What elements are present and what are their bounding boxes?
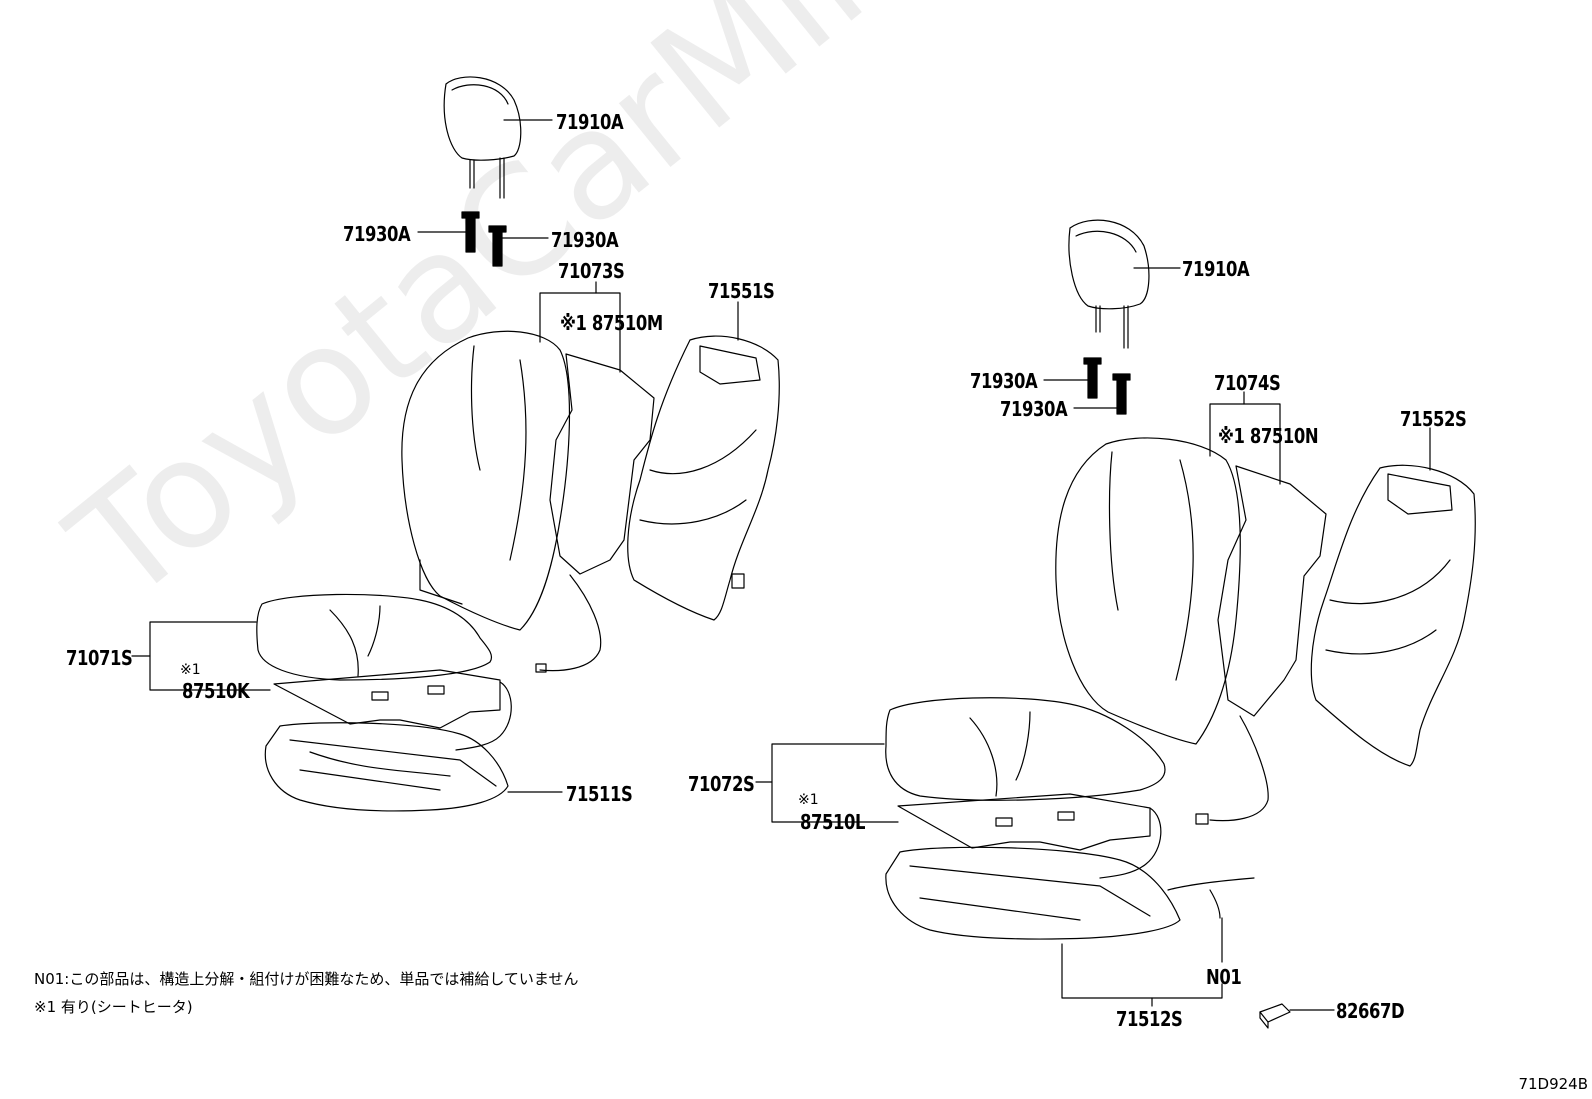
label-71930a-right-b[interactable]: 71930A bbox=[1000, 397, 1068, 421]
label-71552s[interactable]: 71552S bbox=[1400, 407, 1467, 431]
clip-82667d-drawing bbox=[1259, 1003, 1291, 1029]
label-n01[interactable]: N01 bbox=[1206, 965, 1242, 989]
diagram-id: 71D924B bbox=[1518, 1075, 1588, 1093]
label-71511s[interactable]: 71511S bbox=[566, 782, 633, 806]
headrest-guides-right-drawing bbox=[1083, 357, 1131, 415]
seatback-cover-right-drawing bbox=[1310, 464, 1476, 767]
seatback-foam-left-drawing bbox=[401, 330, 571, 631]
label-87510m[interactable]: ※1 87510M bbox=[560, 311, 663, 335]
leader-lines-right bbox=[755, 267, 1431, 1011]
label-71073s[interactable]: 71073S bbox=[558, 259, 625, 283]
label-71551s[interactable]: 71551S bbox=[708, 279, 775, 303]
leader-lines-left bbox=[131, 119, 739, 793]
label-71910a-left[interactable]: 71910A bbox=[556, 110, 624, 134]
label-82667d[interactable]: 82667D bbox=[1336, 999, 1405, 1023]
label-87510k[interactable]: 87510K bbox=[182, 679, 250, 703]
label-71910a-right[interactable]: 71910A bbox=[1182, 257, 1250, 281]
label-71512s[interactable]: 71512S bbox=[1116, 1007, 1183, 1031]
seat-cushion-right-drawing bbox=[885, 697, 1166, 801]
label-71072s[interactable]: 71072S bbox=[688, 772, 755, 796]
label-87510n[interactable]: ※1 87510N bbox=[1218, 424, 1319, 448]
label-71930a-right-a[interactable]: 71930A bbox=[970, 369, 1038, 393]
label-71930a-left-a[interactable]: 71930A bbox=[343, 222, 411, 246]
seatback-cover-left-drawing bbox=[627, 335, 780, 621]
headrest-right-drawing bbox=[1068, 219, 1150, 349]
label-71074s[interactable]: 71074S bbox=[1214, 371, 1281, 395]
mark-87510k: ※1 bbox=[180, 662, 201, 678]
seat-heater-back-left-drawing bbox=[535, 353, 655, 673]
headrest-left-drawing bbox=[443, 76, 522, 199]
label-71930a-left-b[interactable]: 71930A bbox=[551, 228, 619, 252]
label-87510l[interactable]: 87510L bbox=[800, 810, 866, 834]
seat-heater-back-right-drawing bbox=[1195, 465, 1327, 825]
seatback-foam-right-drawing bbox=[1055, 437, 1241, 745]
label-71071s[interactable]: 71071S bbox=[66, 646, 133, 670]
seat-pad-left-drawing bbox=[264, 722, 509, 812]
seat-heater-cushion-right-drawing bbox=[897, 793, 1162, 879]
seat-pad-right-drawing bbox=[885, 846, 1255, 940]
headrest-guides-left-drawing bbox=[461, 211, 507, 267]
seat-heater-cushion-left-drawing bbox=[273, 669, 512, 751]
note-n01: N01:この部品は、構造上分解・組付けが困難なため、単品では補給していません bbox=[34, 970, 579, 988]
note-mark1: ※1 有り(シートヒータ) bbox=[34, 998, 193, 1016]
seat-cushion-left-drawing bbox=[256, 593, 493, 681]
mark-87510l: ※1 bbox=[798, 792, 819, 808]
